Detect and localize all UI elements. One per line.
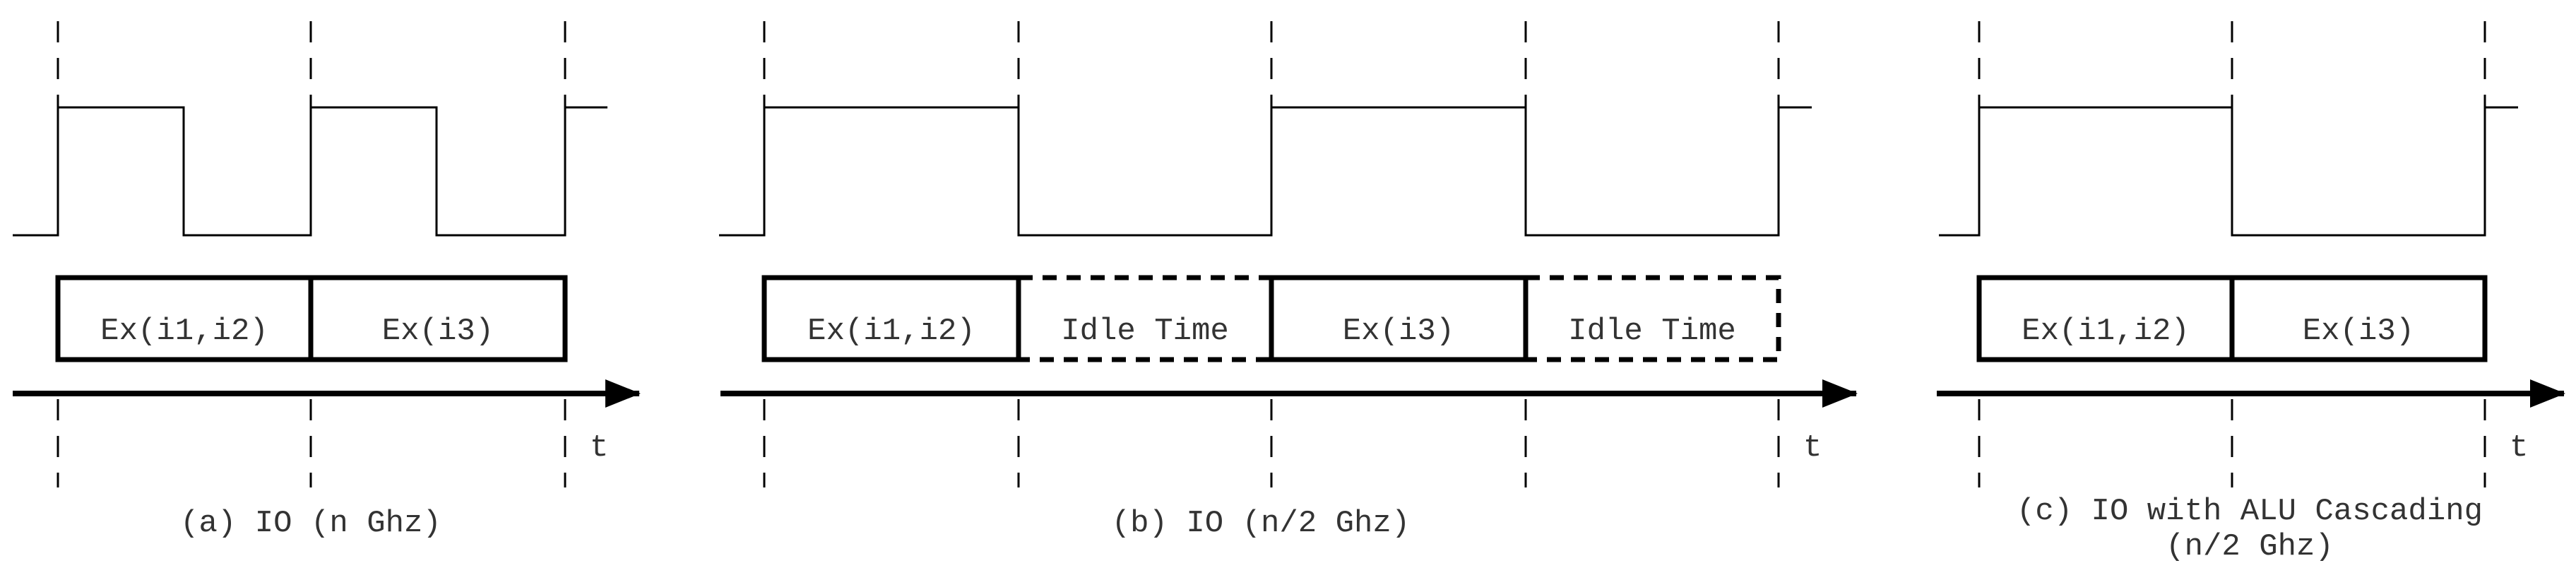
idle-label: Idle Time [1568, 314, 1736, 349]
panel-caption: (b) IO (n/2 Ghz) [1112, 506, 1410, 541]
box-label: Ex(i1,i2) [100, 314, 268, 349]
box-label: Ex(i3) [1343, 314, 1454, 349]
clock-waveform [1939, 106, 2518, 237]
idle-box [1523, 275, 1781, 362]
clock-waveform [13, 106, 607, 237]
clock-waveform [719, 106, 1812, 237]
time-axis-label: t [2510, 430, 2528, 466]
idle-label: Idle Time [1061, 314, 1229, 349]
panel-caption-line-2: (n/2 Ghz) [2166, 529, 2334, 564]
clock-edge-markers [763, 21, 1780, 487]
execution-box [2229, 275, 2488, 362]
clock-edge-markers [57, 21, 566, 487]
panel-caption: (c) IO with ALU Cascading [2017, 494, 2483, 529]
clock-edge-markers [1978, 21, 2486, 487]
time-axis-label: t [1803, 430, 1822, 466]
panel-a: Ex(i1,i2) Ex(i3) t (a) IO (n Ghz) [13, 21, 641, 541]
box-label: Ex(i3) [382, 314, 494, 349]
panel-b: Ex(i1,i2) Idle Time Ex(i3) Idle Time t (… [719, 21, 1858, 541]
time-axis-label: t [590, 430, 608, 466]
execution-box [308, 275, 568, 362]
box-label: Ex(i1,i2) [807, 314, 975, 349]
panel-c: Ex(i1,i2) Ex(i3) t (c) IO with ALU Casca… [1937, 21, 2565, 564]
box-label: Ex(i3) [2303, 314, 2414, 349]
box-label: Ex(i1,i2) [2022, 314, 2190, 349]
panel-caption: (a) IO (n Ghz) [180, 506, 441, 541]
